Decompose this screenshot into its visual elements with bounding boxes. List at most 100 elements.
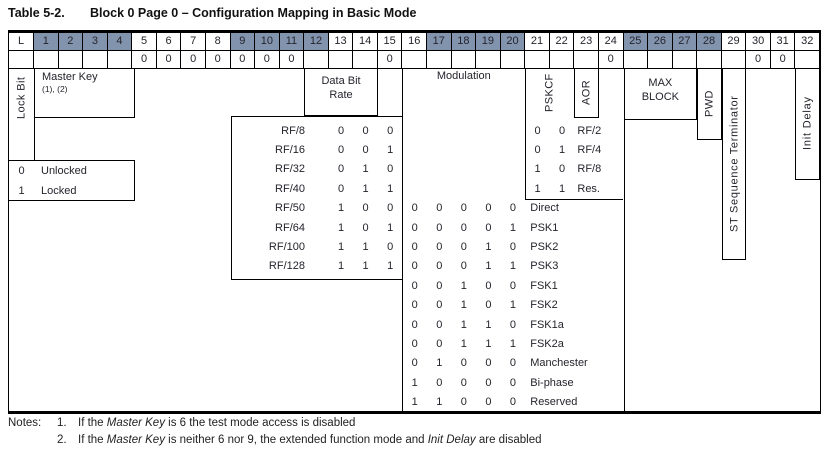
bit-value: 1	[436, 396, 443, 409]
bit-header-cell: 5	[132, 33, 157, 50]
table-title-number: Table 5-2.	[8, 6, 65, 20]
bit-value: 0	[387, 202, 394, 215]
row-label: Reserved	[530, 396, 578, 409]
bit-value: 1	[460, 337, 467, 350]
bit-value: 0	[436, 318, 443, 331]
bit-value: 1	[387, 143, 394, 156]
fixed-value-cell	[329, 50, 354, 68]
bit-value: 0	[362, 221, 369, 234]
bit-header-cell: 2	[58, 33, 84, 50]
bit-value: 0	[559, 163, 566, 176]
row-label: Direct	[530, 202, 559, 215]
bit-value: 1	[509, 299, 517, 312]
bit-header-cell: 6	[156, 33, 182, 50]
bit-header-cell: 9	[230, 33, 256, 50]
bit-value: 0	[485, 279, 492, 292]
bit-value: 0	[460, 376, 467, 389]
note-number: 2.	[57, 433, 67, 446]
bit-value: 1	[559, 143, 566, 156]
pwd-box: PWD	[697, 68, 722, 140]
fixed-value-cell: 0	[132, 50, 157, 68]
modulation-left-line	[402, 68, 404, 411]
bit-value: 0	[436, 279, 443, 292]
row-label: RF/100	[268, 240, 305, 253]
bit-value: 0	[337, 182, 345, 195]
bit-value: 0	[362, 202, 369, 215]
bit-header-cell: 8	[205, 33, 231, 50]
fixed-value-cell	[452, 50, 477, 68]
row-label: RF/16	[275, 143, 305, 156]
bit-value: 1	[337, 260, 345, 273]
fixed-value-cell	[574, 50, 599, 68]
row-label: RF/50	[275, 202, 305, 215]
row-label: PSK1	[530, 221, 559, 234]
aor-box: AOR	[574, 68, 599, 118]
bit-header-cell: 14	[353, 33, 378, 50]
row-label: RF/128	[268, 260, 305, 273]
aor-label: AOR	[580, 79, 593, 106]
bit-value: 1	[337, 240, 345, 253]
row-label: RF/32	[275, 163, 305, 176]
bit-header-cell: 29	[721, 33, 747, 50]
bit-value: 0	[436, 299, 443, 312]
max-block-box: MAX BLOCK	[623, 68, 698, 120]
fixed-row-underline	[9, 68, 820, 69]
bit-value: 0	[411, 279, 418, 292]
data-bit-rate-header-line1: Data Bit	[321, 75, 361, 87]
fixed-value-cell	[722, 50, 747, 68]
table-bottom-border	[9, 410, 820, 414]
data-bit-rate-table-box	[230, 116, 403, 280]
bit-header-cell: 22	[549, 33, 575, 50]
pwd-label: PWD	[703, 90, 716, 117]
bit-value: 0	[509, 279, 517, 292]
init-delay-label: Init Delay	[801, 96, 814, 151]
bit-header-cell: 20	[500, 33, 526, 50]
row-label: Res.	[577, 182, 600, 195]
st-terminator-label: ST Sequence Terminator	[728, 95, 741, 232]
bit-header-cell: 28	[697, 33, 722, 50]
fixed-value-cell	[648, 50, 673, 68]
bit-value: 0	[362, 124, 369, 137]
bit-value: 1	[362, 163, 369, 176]
fixed-value-cell: 0	[181, 50, 206, 68]
bit-value: 0	[534, 124, 541, 137]
bit-value: 1	[411, 396, 418, 409]
bit-value: 0	[460, 396, 467, 409]
fixed-value-cell	[9, 50, 34, 68]
fixed-value-cell: 0	[206, 50, 231, 68]
bit-value: 0	[337, 143, 345, 156]
row-label: PSK3	[530, 260, 559, 273]
bit-value: 0	[411, 240, 418, 253]
table-top-border	[9, 30, 820, 33]
bit-header-cell: 16	[402, 33, 427, 50]
bit-value: 0	[509, 318, 517, 331]
note-text-part: is neither 6 nor 9, the extended functio…	[164, 433, 428, 446]
st-terminator-box: ST Sequence Terminator	[721, 68, 747, 260]
bit-header-cell: 25	[623, 33, 649, 50]
bit-value: 0	[509, 376, 517, 389]
header-underline	[9, 50, 820, 51]
fixed-value-cell	[427, 50, 452, 68]
bit-header-cell: 18	[451, 33, 477, 50]
master-key-note-refs: (1), (2)	[42, 84, 68, 94]
bit-value: 1	[534, 163, 541, 176]
bit-value: 0	[436, 260, 443, 273]
bit-value: 0	[509, 357, 517, 370]
bit-value: 0	[460, 221, 467, 234]
fixed-value-cell	[550, 50, 575, 68]
note-number: 1.	[57, 417, 67, 429]
fixed-value-cell	[59, 50, 84, 68]
bit-value: 0	[387, 240, 394, 253]
bit-header-cell: 17	[427, 33, 452, 50]
table-title: Table 5-2.Block 0 Page 0 – Configuration…	[8, 6, 416, 20]
pskcf-label: PSKCF	[543, 73, 556, 113]
bit-value: 0	[436, 202, 443, 215]
bit-value: 0	[411, 221, 418, 234]
bit-value: 0	[460, 357, 467, 370]
note-text: If the Master Key is 6 the test mode acc…	[78, 417, 355, 429]
note-italic-term: Master Key	[106, 433, 165, 446]
bit-value: 1	[485, 318, 492, 331]
